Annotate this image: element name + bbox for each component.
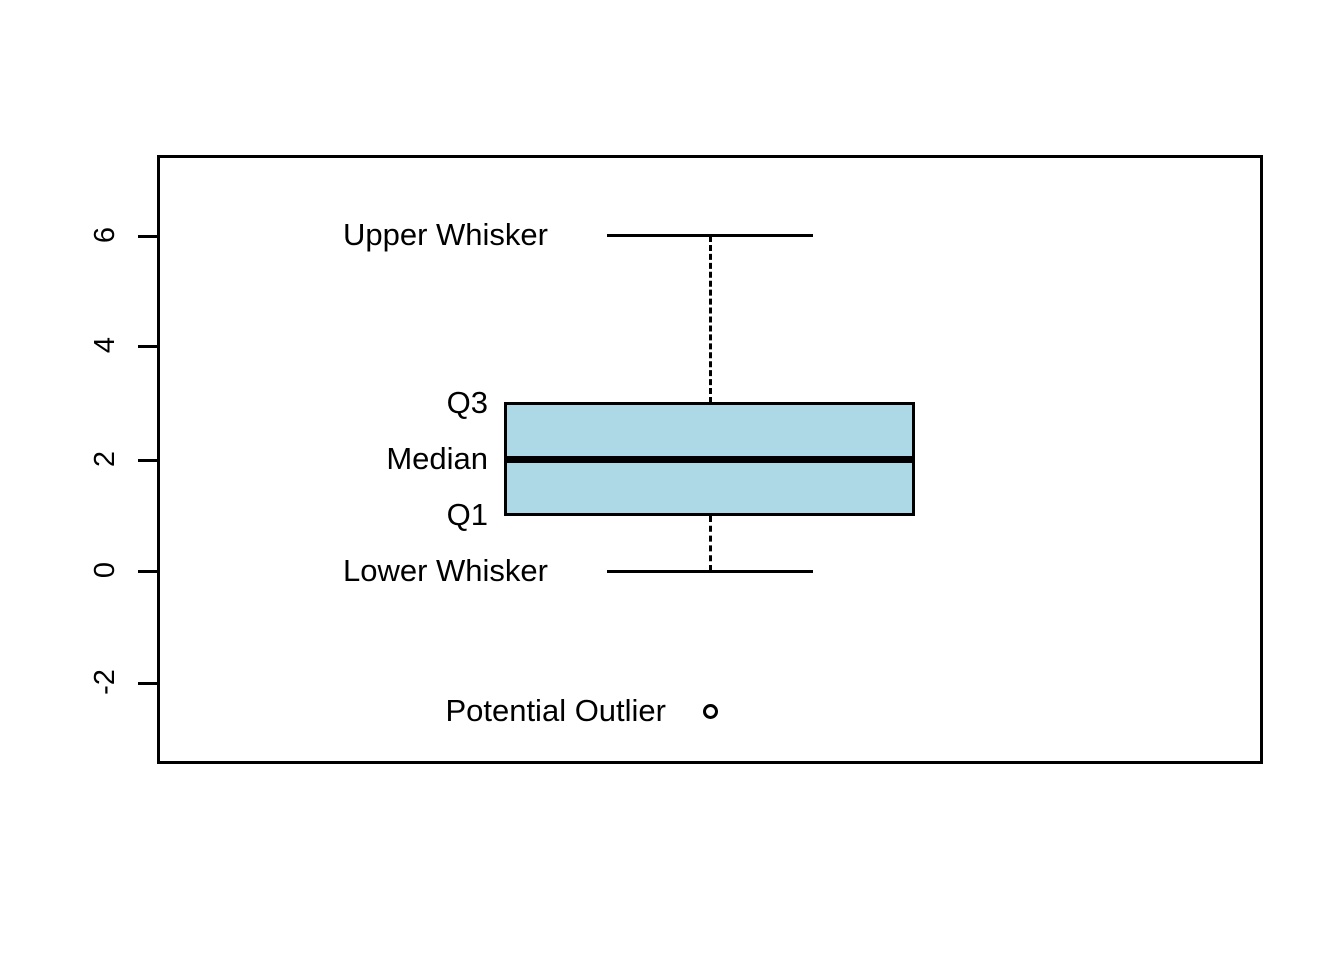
- y-axis-tick-mark-4: [138, 345, 157, 348]
- lower-whisker-stem: [709, 516, 712, 571]
- annotation-q1: Q1: [446, 497, 488, 532]
- y-axis-tick-mark-6: [138, 235, 157, 238]
- annotation-upper-whisker: Upper Whisker: [343, 217, 548, 252]
- annotation-q3: Q3: [446, 385, 488, 420]
- upper-whisker-cap: [607, 234, 813, 237]
- median-line: [504, 456, 915, 463]
- annotation-lower-whisker: Lower Whisker: [343, 553, 548, 588]
- lower-whisker-cap: [607, 570, 813, 573]
- y-axis-tick-mark-0: [138, 570, 157, 573]
- y-axis-tick-label-4: 4: [89, 336, 121, 354]
- y-axis-tick-mark-2: [138, 459, 157, 462]
- annotation-median: Median: [386, 441, 488, 476]
- plot-area-frame: [157, 155, 1263, 764]
- y-axis-tick-mark-minus2: [138, 682, 157, 685]
- annotation-potential-outlier: Potential Outlier: [445, 693, 666, 728]
- outlier-point-marker: [703, 704, 718, 719]
- upper-whisker-stem: [709, 236, 712, 403]
